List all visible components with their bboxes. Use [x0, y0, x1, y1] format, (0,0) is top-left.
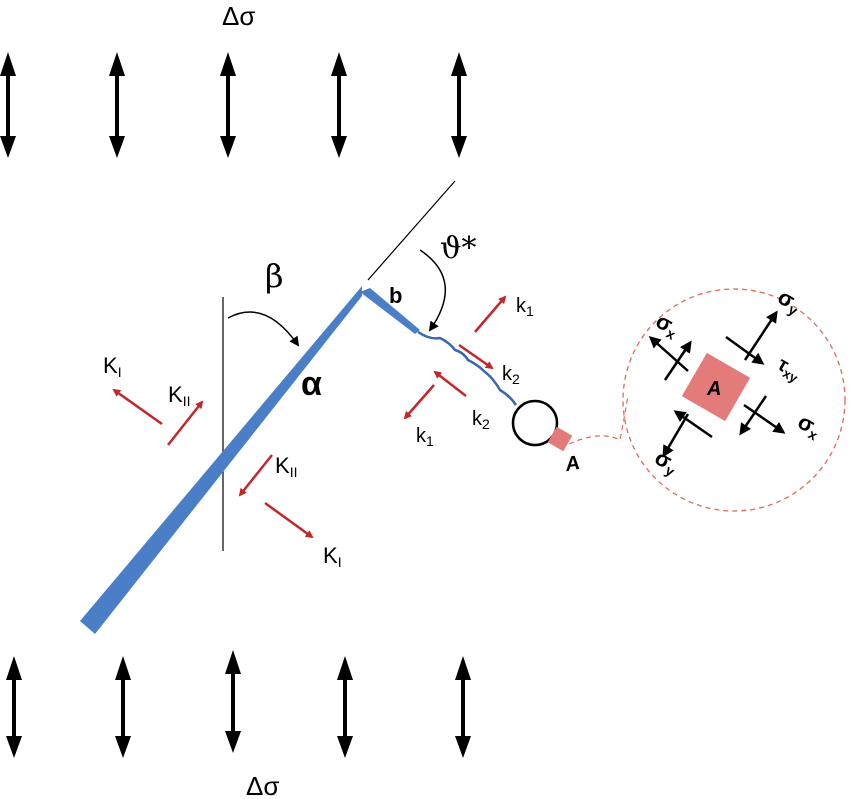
stress-arrow-bottom-5	[455, 656, 471, 758]
stress-element-label: A	[706, 378, 721, 400]
k2-lower-arrow	[433, 370, 467, 397]
main-crack	[80, 286, 362, 634]
ki-lower-label: KI	[323, 543, 342, 570]
k2-upper-label: k2	[502, 363, 520, 387]
sigma-y-bottom-label: σy	[650, 445, 683, 480]
stress-arrow-bottom-2	[115, 656, 131, 758]
stress-arrow-top-5	[451, 52, 467, 158]
sigma-y-top-label: σy	[773, 284, 806, 319]
ki-left-arrow	[112, 388, 163, 426]
stress-arrow-top-1	[0, 52, 16, 158]
stress-arrow-bottom-3	[225, 650, 241, 753]
stress-element	[681, 352, 751, 422]
alpha-label: α	[301, 365, 322, 403]
ki-lower-arrow	[264, 501, 314, 539]
bottom-stress-arrows	[6, 650, 471, 758]
callout-connector	[568, 394, 629, 445]
kinked-crack-path	[417, 330, 518, 406]
stress-element-callout	[622, 288, 846, 512]
tau-xy-bottom-arrow	[673, 410, 713, 439]
sigma-x-left-arrow	[648, 336, 689, 372]
point-a-label: A	[563, 452, 582, 476]
beta-angle-arc	[227, 311, 300, 347]
stress-arrow-top-2	[109, 52, 125, 158]
kinked-crack-wedge	[360, 288, 420, 334]
kii-lower-label: KII	[275, 453, 297, 480]
sigma-x-right-arrow	[743, 403, 786, 434]
sigma-y-top-arrow	[743, 310, 778, 361]
kii-left-arrow	[167, 400, 204, 446]
point-a-element	[547, 426, 573, 452]
stress-element-square	[681, 352, 751, 422]
stress-element-arrows	[648, 310, 786, 458]
k2-upper-arrow	[458, 343, 494, 370]
tau-xy-right-arrow	[739, 395, 768, 436]
tau-xy-left-arrow	[663, 340, 692, 381]
kii-lower-arrow	[238, 454, 273, 497]
crack-extension-line	[367, 180, 456, 281]
tau-xy-top-arrow	[725, 335, 765, 365]
b-label: b	[389, 283, 402, 308]
stress-arrow-top-3	[220, 52, 236, 158]
top-stress-arrows	[0, 52, 467, 158]
ki-left-label: KI	[103, 353, 122, 380]
k2-lower-label: k2	[472, 408, 490, 432]
stress-arrow-bottom-1	[6, 656, 22, 758]
crack-tip-circle	[511, 399, 559, 447]
k1-upper-arrow	[474, 295, 507, 333]
sigma-x-right-label: σx	[793, 409, 826, 444]
stress-label-top: Δσ	[222, 1, 255, 31]
sigma-x-left-label: σx	[651, 308, 684, 343]
k1-upper-label: k1	[516, 295, 534, 319]
theta-star-label: ϑ*	[440, 231, 476, 266]
theta-angle-arc	[419, 249, 447, 332]
beta-label: β	[265, 257, 284, 295]
tau-xy-label: τxy	[773, 353, 806, 386]
k1-lower-arrow	[403, 384, 435, 420]
stress-label-bottom: Δσ	[246, 771, 279, 799]
stress-arrow-top-4	[331, 52, 347, 158]
k1-lower-label: k1	[416, 425, 434, 449]
stress-arrow-bottom-4	[337, 656, 353, 758]
kii-left-label: KII	[168, 382, 190, 409]
